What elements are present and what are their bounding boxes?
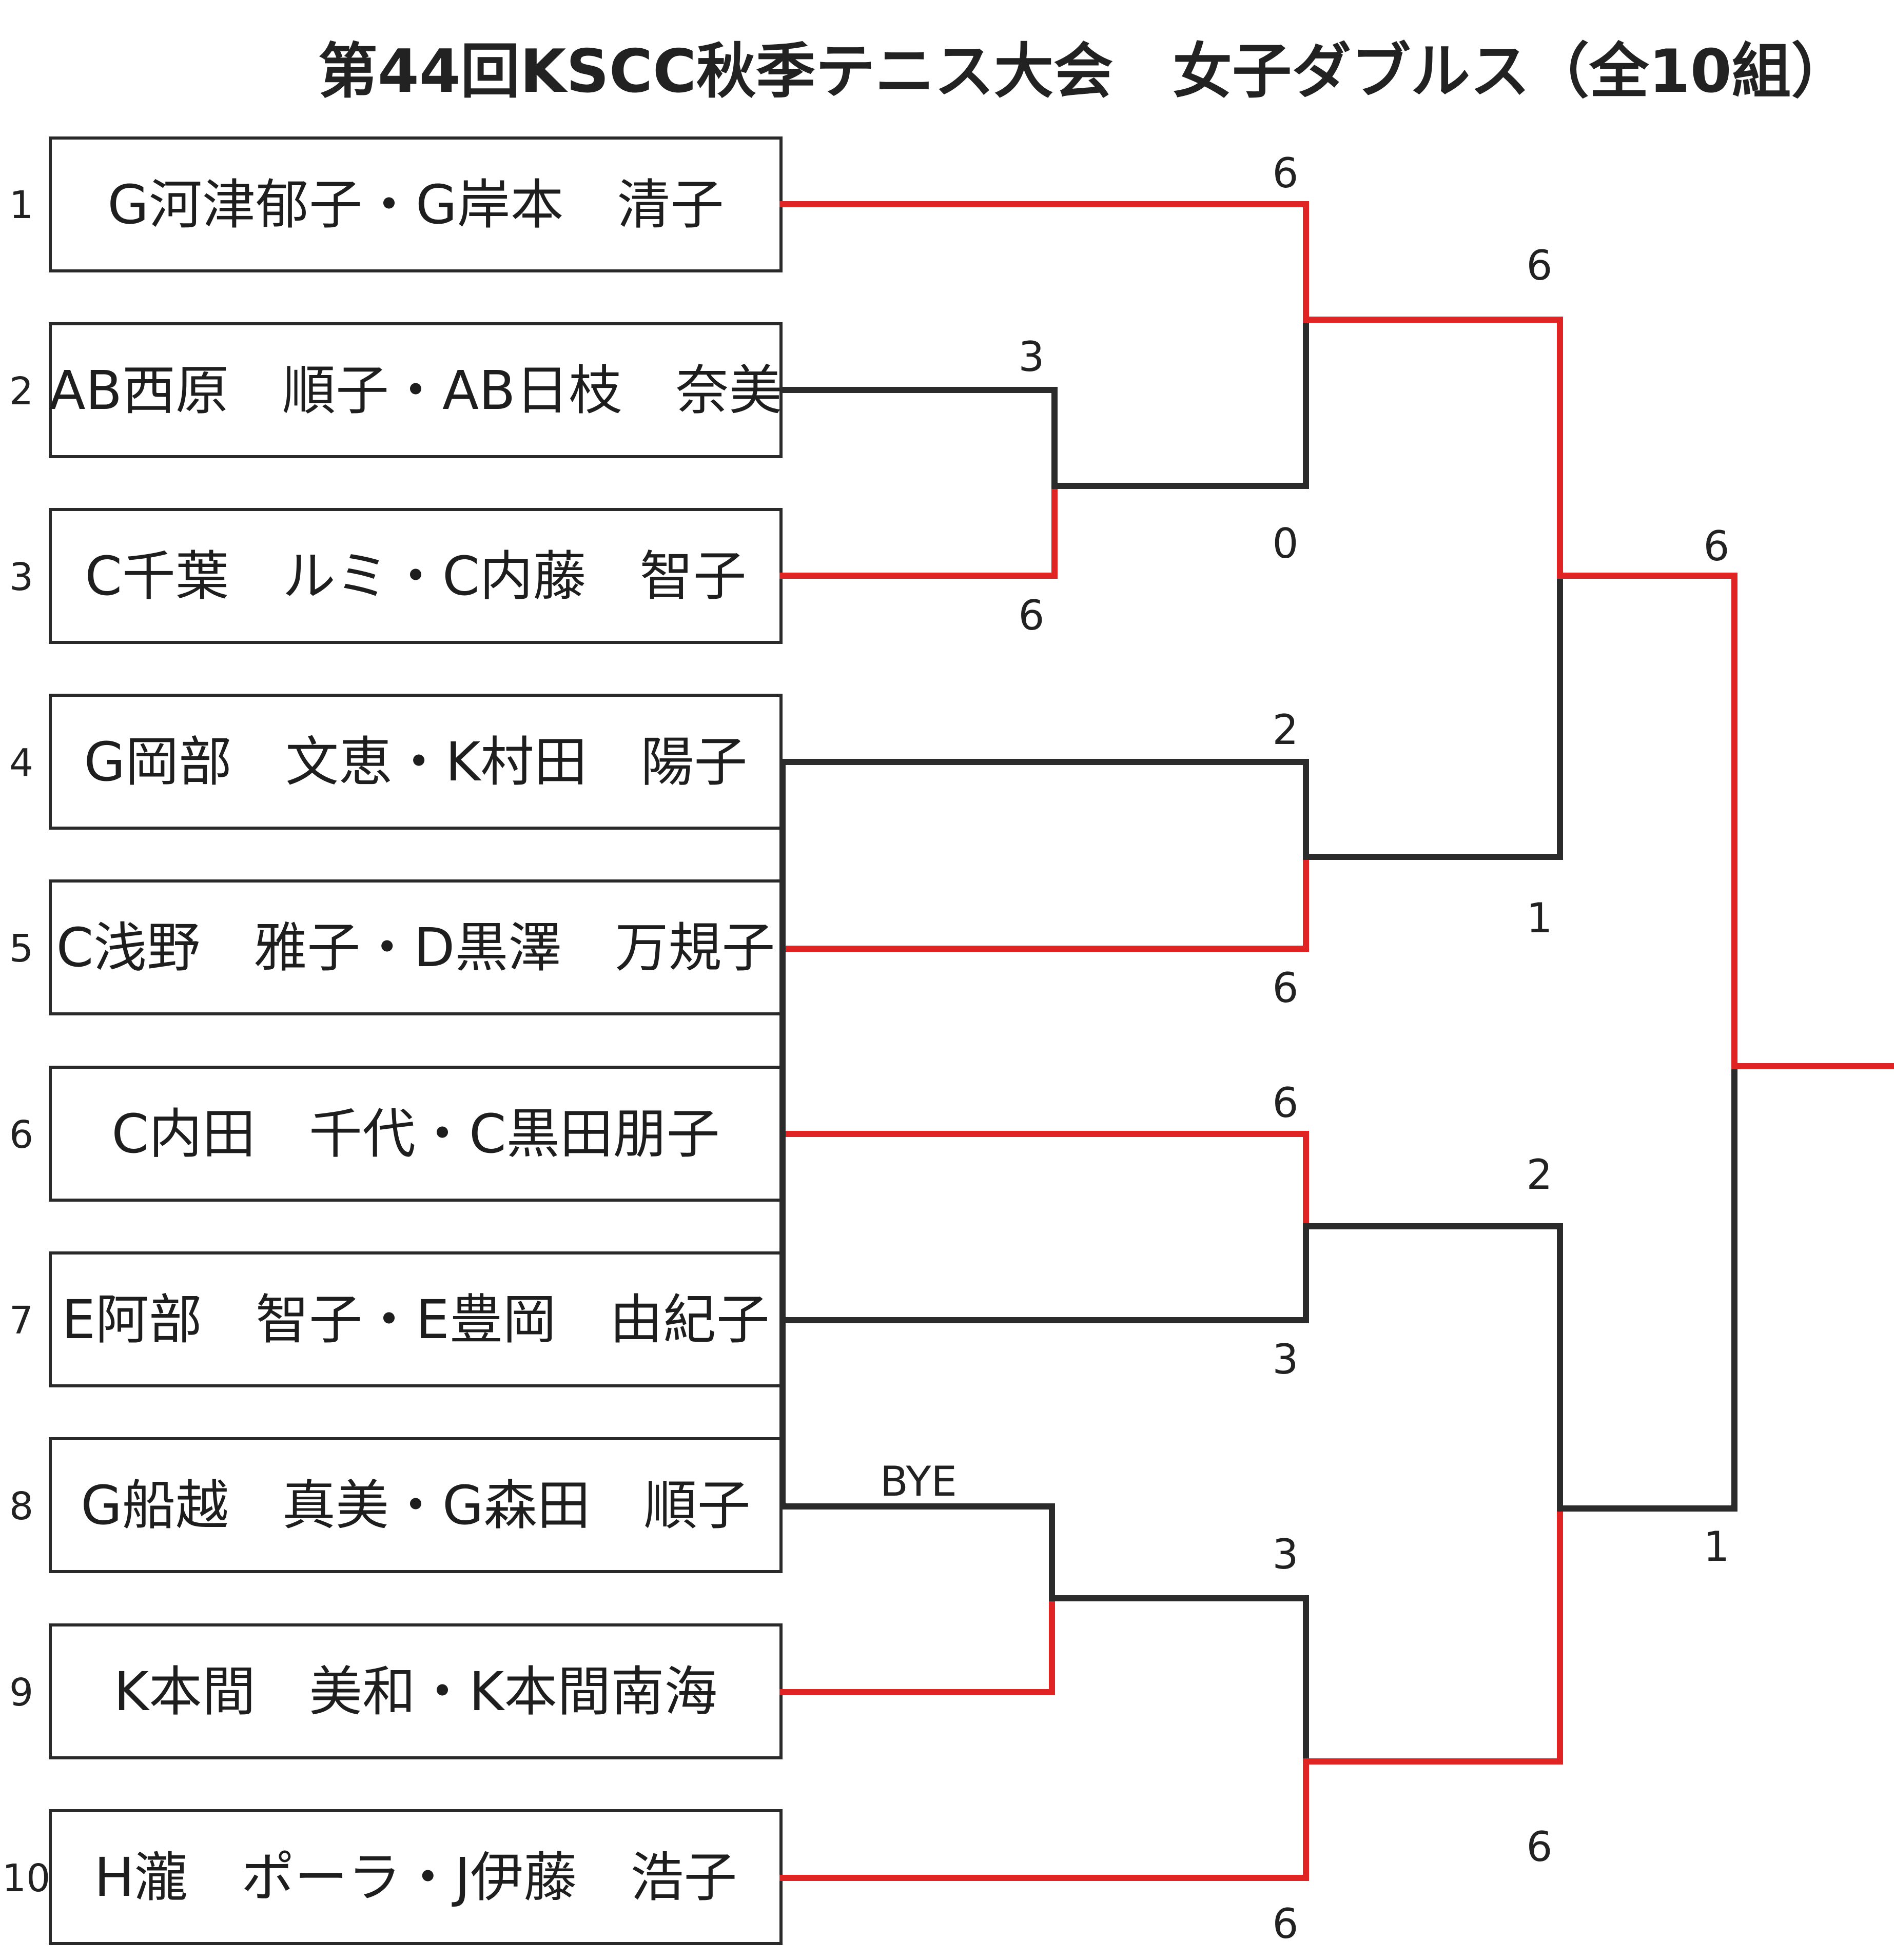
match-score: 2 — [1526, 1151, 1553, 1199]
team-name: C浅野 雅子・D黒澤 万規子 — [56, 916, 775, 979]
seed-number: 6 — [9, 1113, 34, 1157]
seed-number: 10 — [2, 1856, 51, 1900]
match-score: 6 — [1703, 522, 1730, 570]
team-name: G岡部 文恵・K村田 陽子 — [84, 730, 748, 793]
bracket-line-loser — [1051, 317, 1309, 489]
bracket-line-loser — [1303, 573, 1563, 860]
team-entry-3: C千葉 ルミ・C内藤 智子 — [49, 508, 783, 644]
bracket-line-winner — [779, 1595, 1055, 1695]
team-entry-9: K本間 美和・K本間南海 — [49, 1623, 783, 1759]
bracket-line-loser — [779, 387, 1058, 489]
bracket-line-winner — [1303, 317, 1563, 579]
seed-number: 8 — [9, 1484, 34, 1528]
bracket-line-loser — [779, 1503, 1055, 1601]
team-name: G河津郁子・G岸本 清子 — [107, 173, 724, 236]
match-score: 6 — [1018, 592, 1045, 639]
match-score: 6 — [1272, 1900, 1299, 1948]
seed-number: 3 — [9, 555, 34, 599]
bracket-line-loser — [1557, 1063, 1737, 1512]
bracket-line-winner — [779, 854, 1309, 952]
match-score: 6 — [1272, 964, 1299, 1012]
team-entry-5: C浅野 雅子・D黒澤 万規子 — [49, 879, 783, 1015]
team-name: K本間 美和・K本間南海 — [113, 1660, 718, 1723]
team-name: H瀧 ポーラ・J伊藤 浩子 — [94, 1846, 737, 1909]
bracket-line-loser — [779, 1223, 1309, 1323]
seed-number: 2 — [9, 369, 34, 414]
match-score: 3 — [1272, 1531, 1299, 1578]
match-score: 3 — [1272, 1336, 1299, 1383]
bracket-line-winner — [779, 483, 1058, 579]
team-name: E阿部 智子・E豊岡 由紀子 — [62, 1288, 770, 1351]
match-score: 6 — [1272, 1079, 1299, 1127]
team-entry-1: G河津郁子・G岸本 清子 — [49, 136, 783, 272]
team-entry-6: C内田 千代・C黒田朋子 — [49, 1066, 783, 1202]
match-score: 6 — [1526, 242, 1553, 289]
seed-number: 5 — [9, 927, 34, 971]
seed-number: 9 — [9, 1671, 34, 1715]
team-entry-8: G船越 真美・G森田 順子 — [49, 1437, 783, 1573]
team-entry-10: H瀧 ポーラ・J伊藤 浩子 — [49, 1809, 783, 1945]
team-entry-2: AB西原 順子・AB日枝 奈美 — [49, 322, 783, 458]
team-name: G船越 真美・G森田 順子 — [81, 1474, 751, 1537]
team-entry-7: E阿部 智子・E豊岡 由紀子 — [49, 1251, 783, 1387]
bracket-line-winner — [779, 201, 1309, 323]
bracket-line-loser — [779, 759, 1309, 860]
bye-label: BYE — [880, 1458, 957, 1505]
team-name: C内田 千代・C黒田朋子 — [111, 1102, 720, 1165]
seed-number: 1 — [9, 183, 34, 227]
team-name: AB西原 順子・AB日枝 奈美 — [49, 359, 783, 422]
match-score: 1 — [1526, 894, 1553, 942]
page-title: 第44回KSCC秋季テニス大会 女子ダブルス（全10組） — [318, 37, 1851, 106]
bracket-line-winner — [1303, 1505, 1563, 1765]
bracket-line-winner — [1557, 573, 1737, 1069]
team-name: C千葉 ルミ・C内藤 智子 — [85, 544, 747, 607]
bracket-line-loser — [1049, 1595, 1309, 1765]
seed-number: 7 — [9, 1299, 34, 1343]
match-score: 2 — [1272, 706, 1299, 754]
match-score: 0 — [1272, 520, 1299, 567]
bracket-line-winner — [779, 1131, 1309, 1229]
match-score: 6 — [1272, 149, 1299, 197]
team-entry-4: G岡部 文恵・K村田 陽子 — [49, 694, 783, 830]
match-score: 3 — [1018, 333, 1045, 381]
match-score: 1 — [1703, 1523, 1730, 1571]
match-score: 6 — [1526, 1823, 1553, 1871]
seed-number: 4 — [9, 741, 34, 785]
bracket-line-winner — [779, 1758, 1309, 1881]
bracket-line-loser — [1303, 1223, 1563, 1512]
